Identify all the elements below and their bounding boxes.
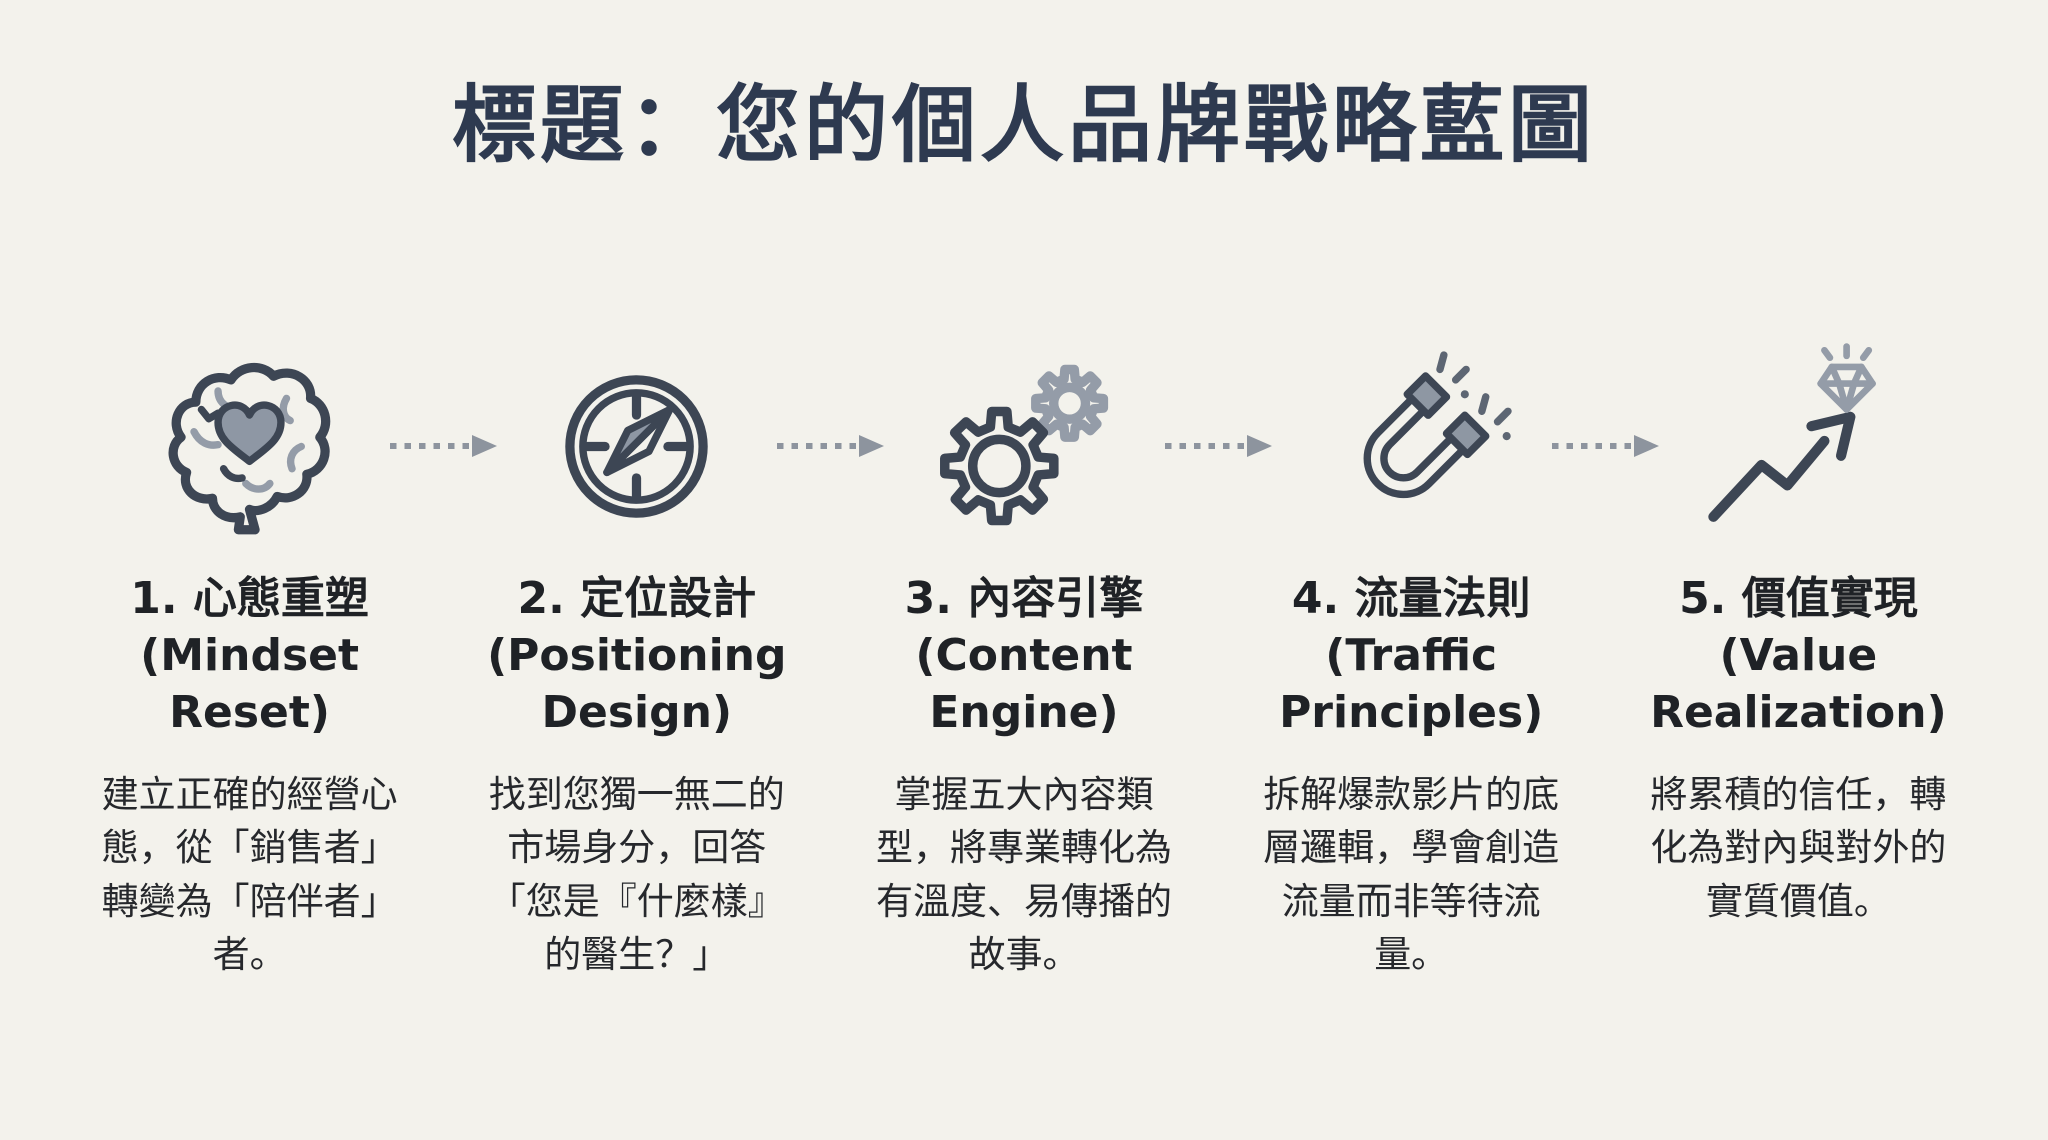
- step-title: 5. 價值實現 (Value Realization): [1633, 570, 1963, 742]
- step-title-en: (Content Engine): [915, 630, 1133, 739]
- page-title: 標題：您的個人品牌戰略藍圖: [451, 75, 1596, 174]
- step-title: 2. 定位設計 (Positioning Design): [472, 570, 802, 742]
- step-description: 建立正確的經營心態，從「銷售者」轉變為「陪伴者」者。: [101, 772, 398, 977]
- step-title-en: (Positioning Design): [487, 630, 787, 739]
- step-title-en: (Mindset Reset): [140, 630, 360, 739]
- step-title: 3. 內容引擎 (Content Engine): [859, 570, 1189, 742]
- steps-row: 1. 心態重塑 (Mindset Reset) 建立正確的經營心態，從「銷售者」…: [56, 339, 1992, 982]
- step-column-3: 3. 內容引擎 (Content Engine) 掌握五大內容類型，將專業轉化為…: [830, 339, 1217, 982]
- compass-icon: [544, 339, 729, 554]
- step-title-en: (Value Realization): [1650, 630, 1947, 739]
- step-title-zh: 4. 流量法則: [1291, 573, 1531, 624]
- growth-arrow-diamond-icon: [1706, 339, 1891, 554]
- gears-icon: [929, 339, 1119, 554]
- step-description: 找到您獨一無二的市場身分，回答「您是『什麼樣』的醫生？」: [488, 772, 785, 977]
- step-title-zh: 2. 定位設計: [517, 573, 757, 624]
- flow-arrow-3: [1164, 435, 1272, 457]
- step-title-en: (Traffic Principles): [1279, 630, 1544, 739]
- brain-heart-icon: [157, 339, 342, 554]
- step-column-2: 2. 定位設計 (Positioning Design) 找到您獨一無二的市場身…: [443, 339, 830, 982]
- step-title-zh: 1. 心態重塑: [130, 573, 369, 624]
- step-title: 4. 流量法則 (Traffic Principles): [1246, 570, 1576, 742]
- step-title-zh: 3. 內容引擎: [904, 573, 1144, 624]
- flow-arrow-1: [390, 435, 498, 457]
- step-column-5: 5. 價值實現 (Value Realization) 將累積的信任，轉化為對內…: [1605, 339, 1992, 982]
- infographic-canvas: 標題：您的個人品牌戰略藍圖: [0, 58, 2048, 1140]
- step-column-4: 4. 流量法則 (Traffic Principles) 拆解爆款影片的底層邏輯…: [1218, 339, 1605, 982]
- step-title-zh: 5. 價值實現: [1679, 573, 1918, 624]
- step-description: 將累積的信任，轉化為對內與對外的實質價值。: [1650, 772, 1947, 923]
- flow-arrow-4: [1551, 435, 1659, 457]
- magnet-icon: [1319, 339, 1512, 554]
- step-title: 1. 心態重塑 (Mindset Reset): [85, 570, 415, 742]
- flow-arrow-2: [777, 435, 885, 457]
- step-column-1: 1. 心態重塑 (Mindset Reset) 建立正確的經營心態，從「銷售者」…: [56, 339, 443, 982]
- step-description: 掌握五大內容類型，將專業轉化為有溫度、易傳播的故事。: [875, 772, 1172, 977]
- step-description: 拆解爆款影片的底層邏輯，學會創造流量而非等待流量。: [1263, 772, 1560, 977]
